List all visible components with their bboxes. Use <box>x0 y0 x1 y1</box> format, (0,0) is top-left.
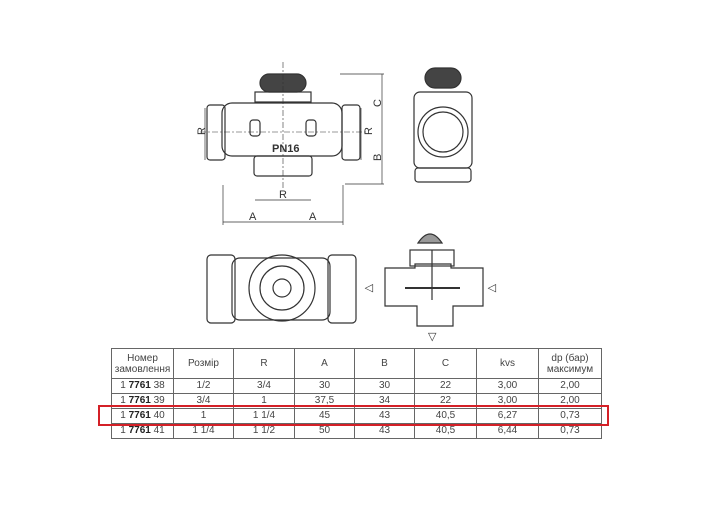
dim-a-left: A <box>249 211 257 223</box>
cell-r: 3/4 <box>233 378 295 394</box>
header-kvs: kvs <box>476 348 539 379</box>
dim-c: C <box>372 99 384 107</box>
header-b: B <box>354 348 415 379</box>
cell-c: 22 <box>414 378 477 394</box>
dim-b: B <box>372 154 384 161</box>
front-view: PN16 R R C B R A A <box>196 62 384 225</box>
cell-dp: 2,00 <box>538 378 602 394</box>
cell-size: 1/2 <box>173 378 234 394</box>
side-view <box>413 67 473 183</box>
pn-marking: PN16 <box>272 143 300 155</box>
specification-table: Номер замовлення Розмір R A B C kvs dp (… <box>111 348 602 439</box>
header-c: C <box>414 348 477 379</box>
header-size: Розмір <box>173 348 234 379</box>
flow-arrow-left: ▽ <box>363 284 375 293</box>
order-number: 1 7761 38 <box>111 378 174 394</box>
header-a: A <box>294 348 355 379</box>
flow-arrow-right: ▽ <box>486 284 498 293</box>
cell-kvs: 3,00 <box>476 378 539 394</box>
header-order-number: Номер замовлення <box>111 348 174 379</box>
dim-r-right: R <box>363 127 375 135</box>
bottom-view <box>206 254 357 324</box>
dim-r-bottom: R <box>279 189 287 201</box>
header-dp: dp (бар) максимум <box>538 348 602 379</box>
header-r: R <box>233 348 295 379</box>
cell-a: 30 <box>294 378 355 394</box>
flow-arrow-bottom: ▽ <box>428 331 437 343</box>
table-header-row: Номер замовлення Розмір R A B C kvs dp (… <box>111 348 602 379</box>
dim-r-left: R <box>196 127 208 135</box>
row-highlight-box <box>98 405 609 426</box>
section-view: ▽ ▽ ▽ <box>363 233 498 343</box>
dim-a-right: A <box>309 211 317 223</box>
cell-b: 30 <box>354 378 415 394</box>
